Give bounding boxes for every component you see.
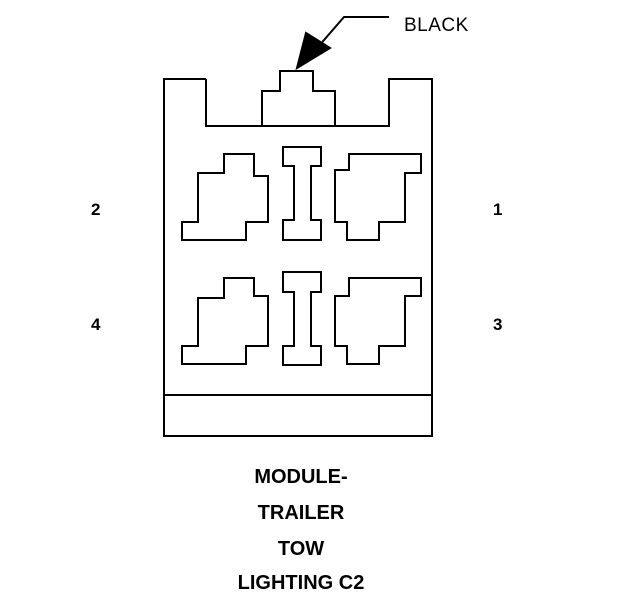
pin-label-3: 3	[493, 315, 503, 334]
pin-cavity-2	[181, 153, 269, 241]
lower-key-slot	[282, 271, 322, 366]
title-line-2: TRAILER	[257, 502, 345, 524]
connector-latch	[261, 70, 336, 126]
pin-cavity-4	[181, 277, 269, 365]
pin-cavity-1	[334, 153, 422, 241]
connector-body	[163, 78, 433, 437]
color-leader-line	[317, 16, 389, 48]
pin-label-4: 4	[91, 315, 101, 334]
title-line-1: MODULE-	[254, 466, 348, 488]
pin-cavity-3	[334, 277, 422, 365]
upper-key-slot	[282, 146, 322, 241]
title-line-3: TOW	[277, 538, 325, 560]
pin-label-2: 2	[91, 200, 101, 219]
title-line-4: LIGHTING C2	[237, 572, 365, 594]
leader-arrowhead	[295, 31, 332, 71]
wire-color-label: BLACK	[404, 15, 469, 36]
pin-label-1: 1	[493, 200, 503, 219]
